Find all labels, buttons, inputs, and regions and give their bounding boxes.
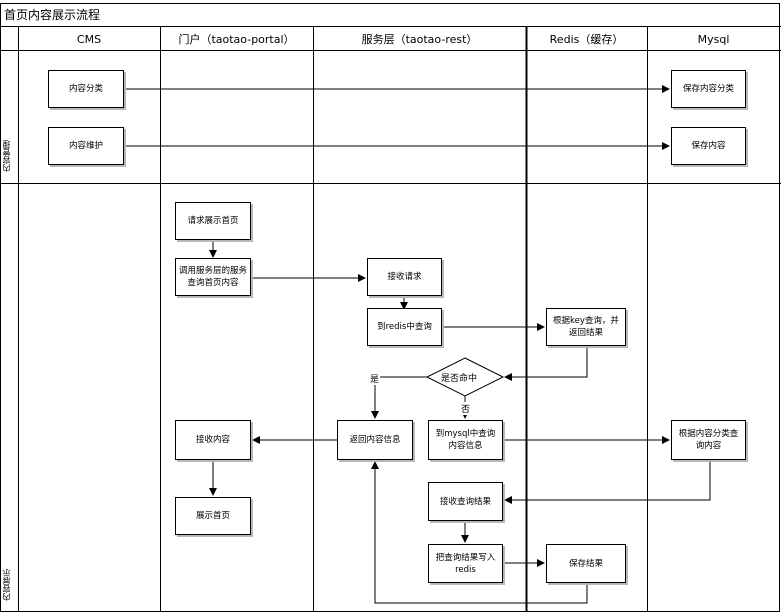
node-call-service: 调用服务层的服务查询首页内容 xyxy=(175,258,251,296)
node-query-redis: 到redis中查询 xyxy=(367,308,442,346)
node-content-category: 内容分类 xyxy=(48,70,124,108)
node-save-content: 保存内容 xyxy=(671,127,746,165)
lane-header-portal: 门户（taotao-portal） xyxy=(178,33,295,46)
node-save-category: 保存内容分类 xyxy=(671,70,746,108)
node-receive-result: 接收查询结果 xyxy=(428,482,503,521)
node-return-content: 返回内容信息 xyxy=(337,420,413,460)
lane-header-mysql: Mysql xyxy=(697,32,730,46)
outer-frame xyxy=(0,3,780,612)
node-write-redis: 把查询结果写入redis xyxy=(428,544,503,583)
lane-header-rest: 服务层（taotao-rest） xyxy=(361,33,478,46)
node-request-home: 请求展示首页 xyxy=(175,202,251,240)
lane-header-cms: CMS xyxy=(76,32,102,46)
node-query-by-key: 根据key查询，并返回结果 xyxy=(546,308,626,346)
band-label-management: 内容管理 xyxy=(2,140,11,172)
diagram-title: 首页内容展示流程 xyxy=(4,8,101,22)
edge-label-yes: 是 xyxy=(369,372,381,385)
edge-decision-yes xyxy=(371,376,427,419)
node-save-result: 保存结果 xyxy=(546,544,626,583)
band-label-display: 内容展示 xyxy=(2,569,11,601)
decision-label: 是否命中 xyxy=(441,374,478,384)
node-query-by-category: 根据内容分类查询内容 xyxy=(671,420,746,460)
node-show-home: 展示首页 xyxy=(175,497,251,535)
node-receive-request: 接收请求 xyxy=(367,258,442,296)
edges xyxy=(124,85,711,604)
edge-save-to-return xyxy=(371,461,588,604)
lane-header-redis: Redis（缓存） xyxy=(549,33,624,46)
node-receive-content: 接收内容 xyxy=(175,420,251,460)
node-query-mysql: 到mysql中查询内容信息 xyxy=(428,420,503,460)
edge-label-no: 否 xyxy=(460,402,472,415)
edge-key-to-decision xyxy=(504,346,588,381)
node-content-maintain: 内容维护 xyxy=(48,127,124,165)
edge-query-to-result xyxy=(504,459,711,504)
